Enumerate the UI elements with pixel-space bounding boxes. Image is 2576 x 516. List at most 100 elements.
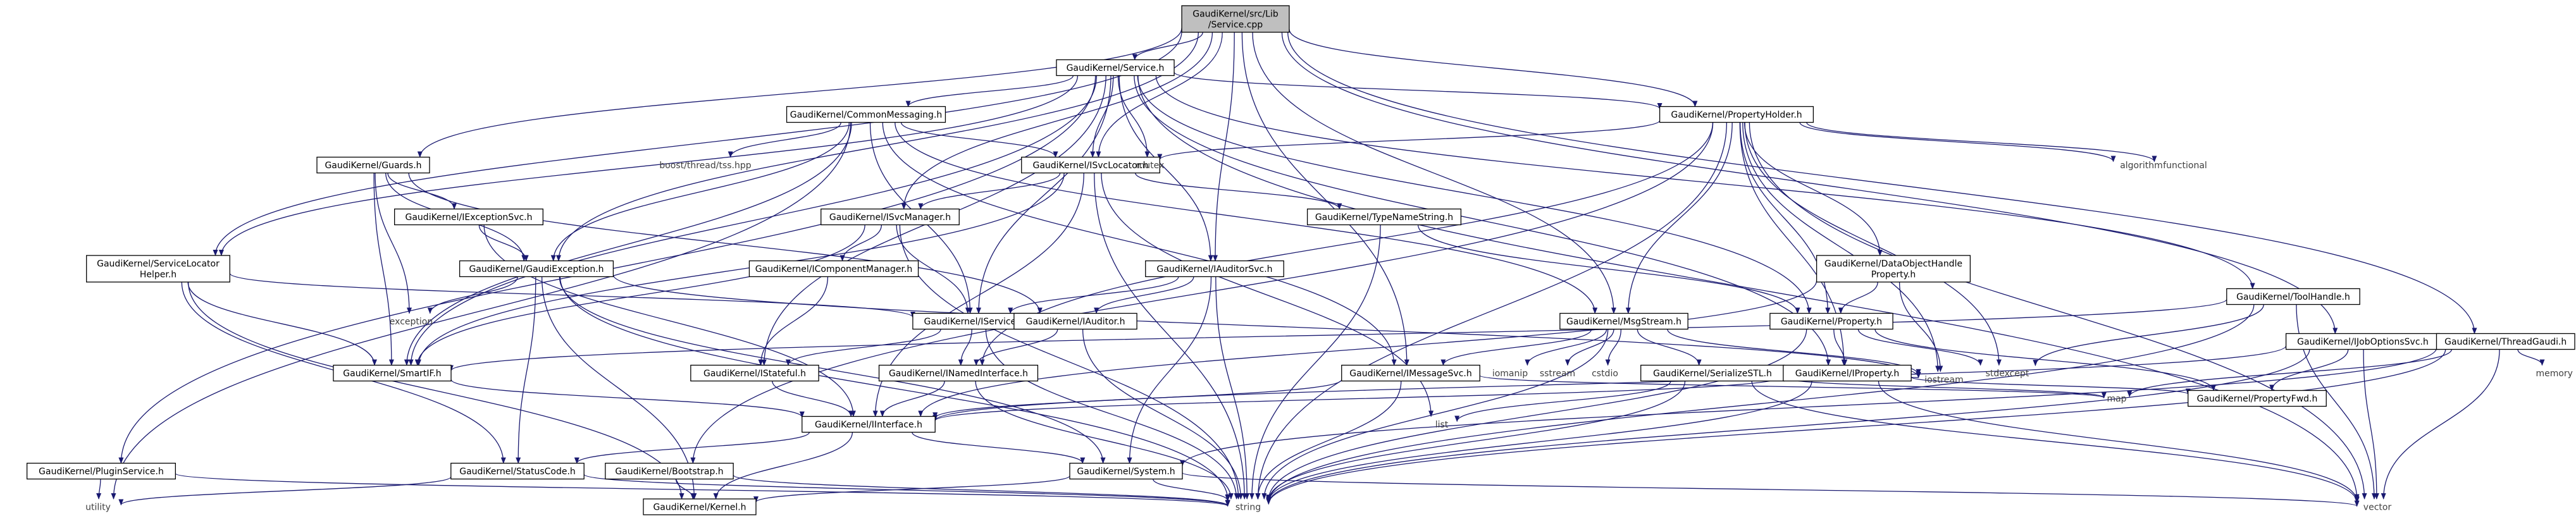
node-box <box>1069 462 1183 480</box>
node-iexception-svc[interactable]: GaudiKernel/IExceptionSvc.h <box>394 208 544 226</box>
edge-service-h-to-mutex <box>1117 75 1150 158</box>
edge-tool-handle-to-stdexcept <box>2033 304 2264 367</box>
edge-ijob-options-svc-to-string <box>1266 349 2310 505</box>
node-memory[interactable]: memory <box>2536 369 2573 379</box>
edge-root-to-imessage-svc <box>1241 32 1409 366</box>
edge-guards-to-iexception-svc <box>387 173 457 210</box>
node-thread-gaudi[interactable]: GaudiKernel/ThreadGaudi.h <box>2436 333 2575 350</box>
node-box <box>2436 333 2575 350</box>
node-inamed-interface[interactable]: GaudiKernel/INamedInterface.h <box>878 364 1039 382</box>
node-stdexcept[interactable]: stdexcept <box>1986 369 2029 379</box>
node-label: GaudiKernel/src/Lib <box>1192 9 1279 20</box>
edge-property-holder-to-stdexcept <box>1744 122 2002 366</box>
edge-msg-stream-to-iomanip <box>1525 329 1607 366</box>
node-label: GaudiKernel/IProperty.h <box>1795 369 1899 379</box>
edge-guards-to-smart-if <box>373 173 394 366</box>
edge-property-holder-to-functional <box>1806 122 2157 163</box>
node-kernel-h[interactable]: GaudiKernel/Kernel.h <box>643 498 757 515</box>
node-cstdio[interactable]: cstdio <box>1592 369 1618 379</box>
node-isvc-locator[interactable]: GaudiKernel/ISvcLocator.h <box>1021 156 1160 174</box>
node-root[interactable]: GaudiKernel/src/Lib/Service.cpp <box>1181 5 1290 33</box>
node-tool-handle[interactable]: GaudiKernel/ToolHandle.h <box>2226 288 2360 305</box>
node-box <box>1816 255 1971 283</box>
node-imessage-svc[interactable]: GaudiKernel/IMessageSvc.h <box>1341 364 1480 382</box>
node-smart-if[interactable]: GaudiKernel/SmartIF.h <box>333 364 452 382</box>
node-sstream[interactable]: sstream <box>1540 369 1575 379</box>
node-guards[interactable]: GaudiKernel/Guards.h <box>316 156 430 174</box>
edge-property-holder-to-algorithm <box>1799 122 2116 163</box>
node-mutex[interactable]: mutex <box>1136 161 1165 171</box>
edge-status-code-to-utility <box>118 476 452 506</box>
node-iauditor[interactable]: GaudiKernel/IAuditor.h <box>1013 312 1137 330</box>
node-box <box>748 260 919 278</box>
node-box <box>450 462 585 480</box>
node-box <box>643 498 757 515</box>
edge-isvc-locator-to-string <box>1094 173 1248 500</box>
node-icomponent-manager[interactable]: GaudiKernel/IComponentManager.h <box>748 260 919 278</box>
edge-msg-stream-to-imessage-svc <box>1440 329 1592 366</box>
node-map[interactable]: map <box>2107 394 2126 404</box>
node-list[interactable]: list <box>1435 420 1449 430</box>
node-system-h[interactable]: GaudiKernel/System.h <box>1069 462 1183 480</box>
node-msg-stream[interactable]: GaudiKernel/MsgStream.h <box>1559 312 1688 330</box>
node-property[interactable]: GaudiKernel/Property.h <box>1769 312 1893 330</box>
node-label: boost/thread/tss.hpp <box>659 161 751 171</box>
node-label: GaudiKernel/IAuditorSvc.h <box>1156 264 1272 274</box>
node-label: GaudiKernel/Bootstrap.h <box>615 467 723 477</box>
node-iproperty[interactable]: GaudiKernel/IProperty.h <box>1783 364 1912 382</box>
node-iauditor-svc[interactable]: GaudiKernel/IAuditorSvc.h <box>1145 260 1284 278</box>
node-status-code[interactable]: GaudiKernel/StatusCode.h <box>450 462 585 480</box>
edge-iauditor-svc-to-string <box>1215 276 1250 500</box>
edge-root-to-property-holder <box>1289 29 1698 108</box>
node-service-h[interactable]: GaudiKernel/Service.h <box>1056 59 1175 77</box>
edge-isvc-manager-to-iservice <box>896 224 970 314</box>
node-gaudi-exception[interactable]: GaudiKernel/GaudiException.h <box>459 260 614 278</box>
node-iostream[interactable]: iostream <box>1924 375 1964 385</box>
node-string[interactable]: string <box>1235 503 1261 513</box>
edge-property-to-property-fwd <box>1874 329 2216 391</box>
node-serialize-stl[interactable]: GaudiKernel/SerializeSTL.h <box>1640 364 1785 382</box>
node-common-messaging[interactable]: GaudiKernel/CommonMessaging.h <box>786 106 946 123</box>
node-type-name-string[interactable]: GaudiKernel/TypeNameString.h <box>1306 208 1462 226</box>
node-label: GaudiKernel/StatusCode.h <box>459 467 576 477</box>
edge-common-messaging-to-imessage-svc <box>882 122 1397 366</box>
edge-service-h-to-svc-locator-helper <box>218 75 1079 256</box>
edge-property-to-string <box>1266 329 1807 501</box>
node-algorithm[interactable]: algorithm <box>2120 161 2163 171</box>
edge-tool-handle-to-string <box>1266 304 2255 503</box>
edge-property-holder-to-iostream <box>1742 122 1941 372</box>
node-ijob-options-svc[interactable]: GaudiKernel/IJobOptionsSvc.h <box>2285 333 2441 350</box>
node-label: /Service.cpp <box>1208 20 1263 30</box>
node-property-fwd[interactable]: GaudiKernel/PropertyFwd.h <box>2188 390 2327 407</box>
node-isvc-manager[interactable]: GaudiKernel/ISvcManager.h <box>820 208 960 226</box>
edge-root-to-gaudi-exception <box>556 32 1199 262</box>
node-vector[interactable]: vector <box>2363 503 2392 513</box>
edge-property-holder-to-property <box>1740 122 1831 314</box>
edge-common-messaging-to-isvc-locator <box>900 122 1058 158</box>
edge-iinterface-to-kernel-h <box>713 432 853 500</box>
edge-thread-gaudi-to-memory <box>2517 349 2545 366</box>
node-functional[interactable]: functional <box>2163 161 2207 171</box>
node-label: iomanip <box>1492 369 1528 379</box>
node-property-holder[interactable]: GaudiKernel/PropertyHolder.h <box>1659 106 1814 123</box>
node-boost-thread[interactable]: boost/thread/tss.hpp <box>659 161 751 171</box>
edge-iauditor-svc-to-iauditor <box>1094 276 1194 314</box>
node-label: GaudiKernel/Service.h <box>1067 63 1165 73</box>
edge-gaudi-exception-to-kernel-h <box>541 276 697 500</box>
node-iinterface[interactable]: GaudiKernel/IInterface.h <box>802 415 936 433</box>
node-iomanip[interactable]: iomanip <box>1492 369 1528 379</box>
node-utility[interactable]: utility <box>85 503 111 513</box>
edge-msg-stream-to-sstream <box>1565 329 1614 366</box>
node-plugin-service[interactable]: GaudiKernel/PluginService.h <box>27 462 176 480</box>
node-exception[interactable]: exception <box>390 317 433 327</box>
node-bootstrap[interactable]: GaudiKernel/Bootstrap.h <box>605 462 734 480</box>
node-box <box>1783 364 1912 382</box>
node-istateful[interactable]: GaudiKernel/IStateful.h <box>690 364 819 382</box>
edge-iauditor-to-inamed-interface <box>974 329 1058 366</box>
node-label: GaudiKernel/IInterface.h <box>815 420 922 430</box>
node-box <box>1659 106 1814 123</box>
edge-service-h-to-vector <box>1137 75 2360 501</box>
edge-icomponent-manager-to-istateful <box>758 276 829 366</box>
